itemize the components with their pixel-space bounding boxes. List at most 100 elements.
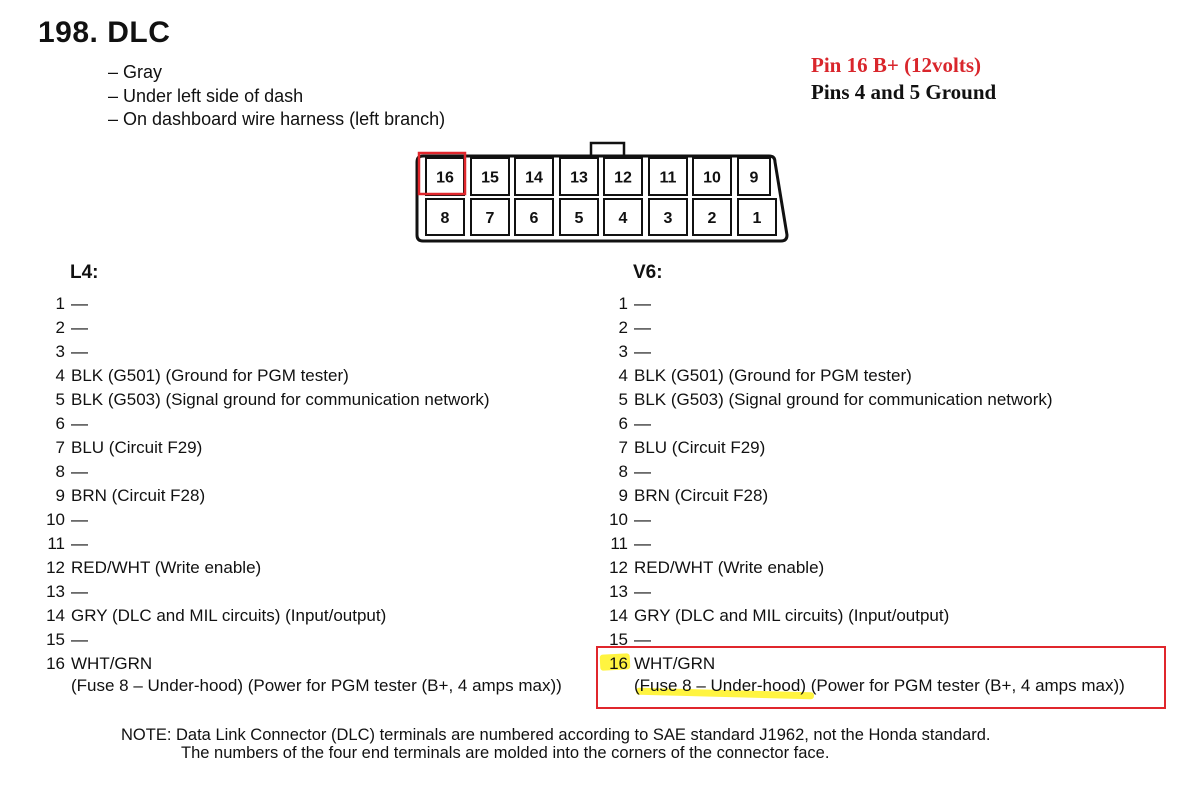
pin-cell-15: 15 xyxy=(470,157,510,196)
l4-pin-number: 13 xyxy=(46,582,65,601)
pin-label-16: 16 xyxy=(436,170,454,187)
pin-label-14: 14 xyxy=(525,170,543,187)
pin-box-7 xyxy=(470,198,510,236)
annotation-ground: Pins 4 and 5 Ground xyxy=(811,80,997,104)
l4-pin-description: BLU (Circuit F29) xyxy=(71,438,203,457)
v6-pin-description: — xyxy=(634,342,651,361)
pin-label-1: 1 xyxy=(753,210,762,227)
pin-label-6: 6 xyxy=(530,210,539,227)
pin-label-2: 2 xyxy=(708,210,717,227)
l4-pin-number: 15 xyxy=(46,630,65,649)
l4-pin-description: — xyxy=(71,342,88,361)
pin-cell-3: 3 xyxy=(648,198,688,236)
pin-box-16 xyxy=(425,157,465,196)
v6-pin-description: GRY (DLC and MIL circuits) (Input/output… xyxy=(634,606,950,625)
v6-pin-description: — xyxy=(634,534,651,553)
v6-pin-number: 16 xyxy=(609,654,628,673)
pin-cell-8: 8 xyxy=(425,198,465,236)
l4-pin-number: 5 xyxy=(55,390,65,409)
v6-pin-description: BRN (Circuit F28) xyxy=(634,486,769,505)
dlc-connector-diagram: 16 15 14 13 12 11 10 9 8 7 6 5 4 3 2 1 xyxy=(415,141,789,243)
pin-box-1 xyxy=(737,198,777,236)
pin-label-8: 8 xyxy=(441,210,450,227)
l4-pin-number: 11 xyxy=(47,534,65,553)
l4-pin-description: — xyxy=(71,414,88,433)
v6-pin-number: 14 xyxy=(609,606,628,625)
pin-label-10: 10 xyxy=(703,170,721,187)
pin-box-10 xyxy=(692,157,732,196)
v6-pin-number: 9 xyxy=(618,486,628,505)
v6-pin-number: 13 xyxy=(609,582,628,601)
v6-pin-number: 7 xyxy=(618,438,628,457)
annotation-b-plus: Pin 16 B+ (12volts) xyxy=(811,53,982,77)
v6-pin-description: — xyxy=(634,294,651,313)
pin-box-3 xyxy=(648,198,688,236)
l4-pin-number: 6 xyxy=(55,414,65,433)
l4-pin-number: 2 xyxy=(55,318,65,337)
pin-cell-2: 2 xyxy=(692,198,732,236)
v6-pin-description: — xyxy=(634,462,651,481)
pin-box-14 xyxy=(514,157,554,196)
pin-cell-1: 1 xyxy=(737,198,777,236)
l4-pin-description: WHT/GRN xyxy=(71,654,153,673)
l4-pin-description: — xyxy=(71,534,88,553)
v6-pin-description: BLU (Circuit F29) xyxy=(634,438,766,457)
v6-pin-number: 6 xyxy=(618,414,628,433)
l4-pin-number: 9 xyxy=(55,486,65,505)
pin-box-15 xyxy=(470,157,510,196)
pin-cell-11: 11 xyxy=(648,157,688,196)
pin-cell-7: 7 xyxy=(470,198,510,236)
l4-pin-description: — xyxy=(71,294,88,313)
pin-label-11: 11 xyxy=(660,170,677,187)
l4-pin-description: — xyxy=(71,462,88,481)
pin-cell-10: 10 xyxy=(692,157,732,196)
pin-label-4: 4 xyxy=(619,210,628,227)
footnote-line1: NOTE: Data Link Connector (DLC) terminal… xyxy=(121,726,991,744)
l4-pin16-detail: (Fuse 8 – Under-hood) (Power for PGM tes… xyxy=(71,676,562,695)
pin-label-13: 13 xyxy=(570,170,588,187)
pin-box-13 xyxy=(559,157,599,196)
pin-cell-9: 9 xyxy=(737,157,771,196)
l4-pin-number: 8 xyxy=(55,462,65,481)
v6-pin-number: 15 xyxy=(609,630,628,649)
l4-pin-description: GRY (DLC and MIL circuits) (Input/output… xyxy=(71,606,387,625)
v6-pin-description: — xyxy=(634,630,651,649)
v6-pin-number: 12 xyxy=(609,558,628,577)
v6-pin-description: RED/WHT (Write enable) xyxy=(634,558,825,577)
pin-cell-16: 16 xyxy=(425,157,465,196)
v6-pin-description: — xyxy=(634,510,651,529)
v6-pin-number: 3 xyxy=(618,342,628,361)
l4-pin-description: RED/WHT (Write enable) xyxy=(71,558,262,577)
v6-pin-description: — xyxy=(634,414,651,433)
pin-cell-6: 6 xyxy=(514,198,554,236)
l4-pin-number: 14 xyxy=(46,606,65,625)
footnote: NOTE: Data Link Connector (DLC) terminal… xyxy=(121,726,990,762)
pin-box-2 xyxy=(692,198,732,236)
l4-pin-number: 12 xyxy=(46,558,65,577)
l4-pin-description: — xyxy=(71,582,88,601)
v6-pin-description: — xyxy=(634,318,651,337)
pin-label-12: 12 xyxy=(614,170,632,187)
page-title: 198. DLC xyxy=(38,16,171,49)
pin-box-9 xyxy=(737,157,771,196)
v6-pin-description: BLK (G501) (Ground for PGM tester) xyxy=(634,366,912,385)
v6-pin-number: 11 xyxy=(610,534,628,553)
v6-pin-description: WHT/GRN xyxy=(634,654,716,673)
l4-pin-number: 3 xyxy=(55,342,65,361)
pin-box-6 xyxy=(514,198,554,236)
footnote-line2: The numbers of the four end terminals ar… xyxy=(181,744,830,762)
connector-tab xyxy=(589,141,626,157)
l4-pin-description: — xyxy=(71,630,88,649)
pin-label-15: 15 xyxy=(481,170,499,187)
l4-pin-number: 4 xyxy=(55,366,65,385)
v6-pin-description: — xyxy=(634,582,651,601)
pin-cell-14: 14 xyxy=(514,157,554,196)
l4-pin-number: 1 xyxy=(55,294,65,313)
v6-pin-number: 5 xyxy=(618,390,628,409)
pin-box-8 xyxy=(425,198,465,236)
property-location: – Under left side of dash xyxy=(108,85,304,106)
v6-pin-description: BLK (G503) (Signal ground for communicat… xyxy=(634,390,1053,409)
pin-cell-5: 5 xyxy=(559,198,599,236)
pin-label-7: 7 xyxy=(486,210,495,227)
pin-box-11 xyxy=(648,157,688,196)
